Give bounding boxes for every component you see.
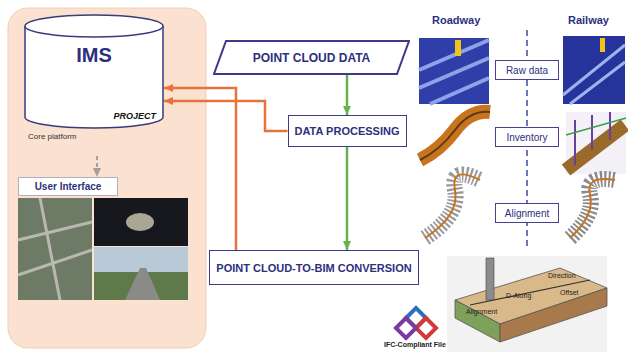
pillar: [486, 258, 494, 300]
stage-tag: Alignment: [495, 203, 559, 223]
railway-raw-cloud: [563, 36, 625, 104]
node-text: DATA PROCESSING: [295, 125, 400, 137]
axis-label: D-Along: [506, 292, 531, 299]
stage-tag: Inventory: [495, 127, 559, 147]
railway-inventory-wire: [566, 118, 626, 135]
flow-arrow: [96, 156, 98, 177]
roadway-inventory-edge: [420, 112, 490, 160]
roadway-raw-cloud: [419, 38, 489, 104]
slab-side: [455, 300, 500, 342]
platform-label: Core platform: [28, 132, 80, 142]
process-box: POINT CLOUD-TO-BIM CONVERSION: [209, 250, 419, 285]
road-surface: [125, 268, 160, 300]
flow-arrow: [346, 147, 349, 250]
flow-arrow: [164, 88, 236, 250]
axis-label: Alignment: [466, 308, 497, 315]
parallelogram-outline: [214, 41, 409, 74]
logo-red: [416, 318, 436, 338]
roadway-alignment-axis: [425, 174, 480, 238]
roadway-sign: [455, 40, 461, 56]
railway-alignment: [570, 179, 615, 238]
roadway-inventory: [420, 112, 490, 160]
node-text: Alignment: [505, 208, 549, 219]
railway-raw-tracks: [563, 45, 625, 104]
logo-purple: [396, 318, 416, 338]
stage-tag: Raw data: [495, 60, 559, 80]
axis-label: Offset: [560, 289, 579, 296]
file-label: IFC-Compliant File: [384, 341, 446, 348]
railway-inventory-poles: [575, 112, 610, 165]
column-heading: Roadway: [432, 14, 480, 26]
slab-front: [500, 288, 607, 342]
roadway-images: [419, 38, 490, 238]
data-parallelogram: POINT CLOUD DATA: [213, 40, 410, 75]
logo-blue: [406, 308, 426, 328]
cylinder-top: [25, 15, 163, 37]
aerial-photo: [18, 198, 92, 300]
node-text: Raw data: [506, 65, 548, 76]
roadway-alignment: [425, 174, 480, 238]
railway-alignment-axis: [570, 179, 615, 238]
node-text: User Interface: [35, 181, 102, 192]
column-heading: Railway: [568, 14, 609, 26]
road-photo: [94, 247, 188, 300]
flow-arrow: [346, 75, 349, 115]
railway-images: [563, 36, 626, 238]
ifc-illustration: [447, 256, 607, 352]
database-caption: PROJECT: [94, 111, 156, 121]
ifc-logo: [396, 308, 436, 338]
railway-signal: [600, 38, 605, 52]
roadway-raw-lanes: [419, 40, 489, 104]
node-text: POINT CLOUD-TO-BIM CONVERSION: [216, 262, 411, 274]
database-name: IMS: [24, 44, 164, 67]
cylinder-body: [25, 26, 163, 128]
railway-inventory-ground: [566, 112, 626, 174]
node-text: POINT CLOUD DATA: [253, 51, 371, 65]
aerial-roads: [18, 198, 92, 300]
node-text: Inventory: [506, 132, 547, 143]
interface-box: User Interface: [18, 177, 118, 196]
database-cylinder: IMS PROJECT Core platform: [24, 14, 164, 156]
process-box: DATA PROCESSING: [288, 115, 407, 147]
tunnel-light: [126, 213, 154, 231]
illustration-ground: [447, 256, 607, 352]
axis-label: Direction: [548, 272, 576, 279]
core-platform-panel: [8, 8, 206, 348]
tunnel-photo: [94, 198, 188, 246]
ui-screenshots: [18, 198, 188, 300]
flow-arrow: [164, 101, 288, 131]
